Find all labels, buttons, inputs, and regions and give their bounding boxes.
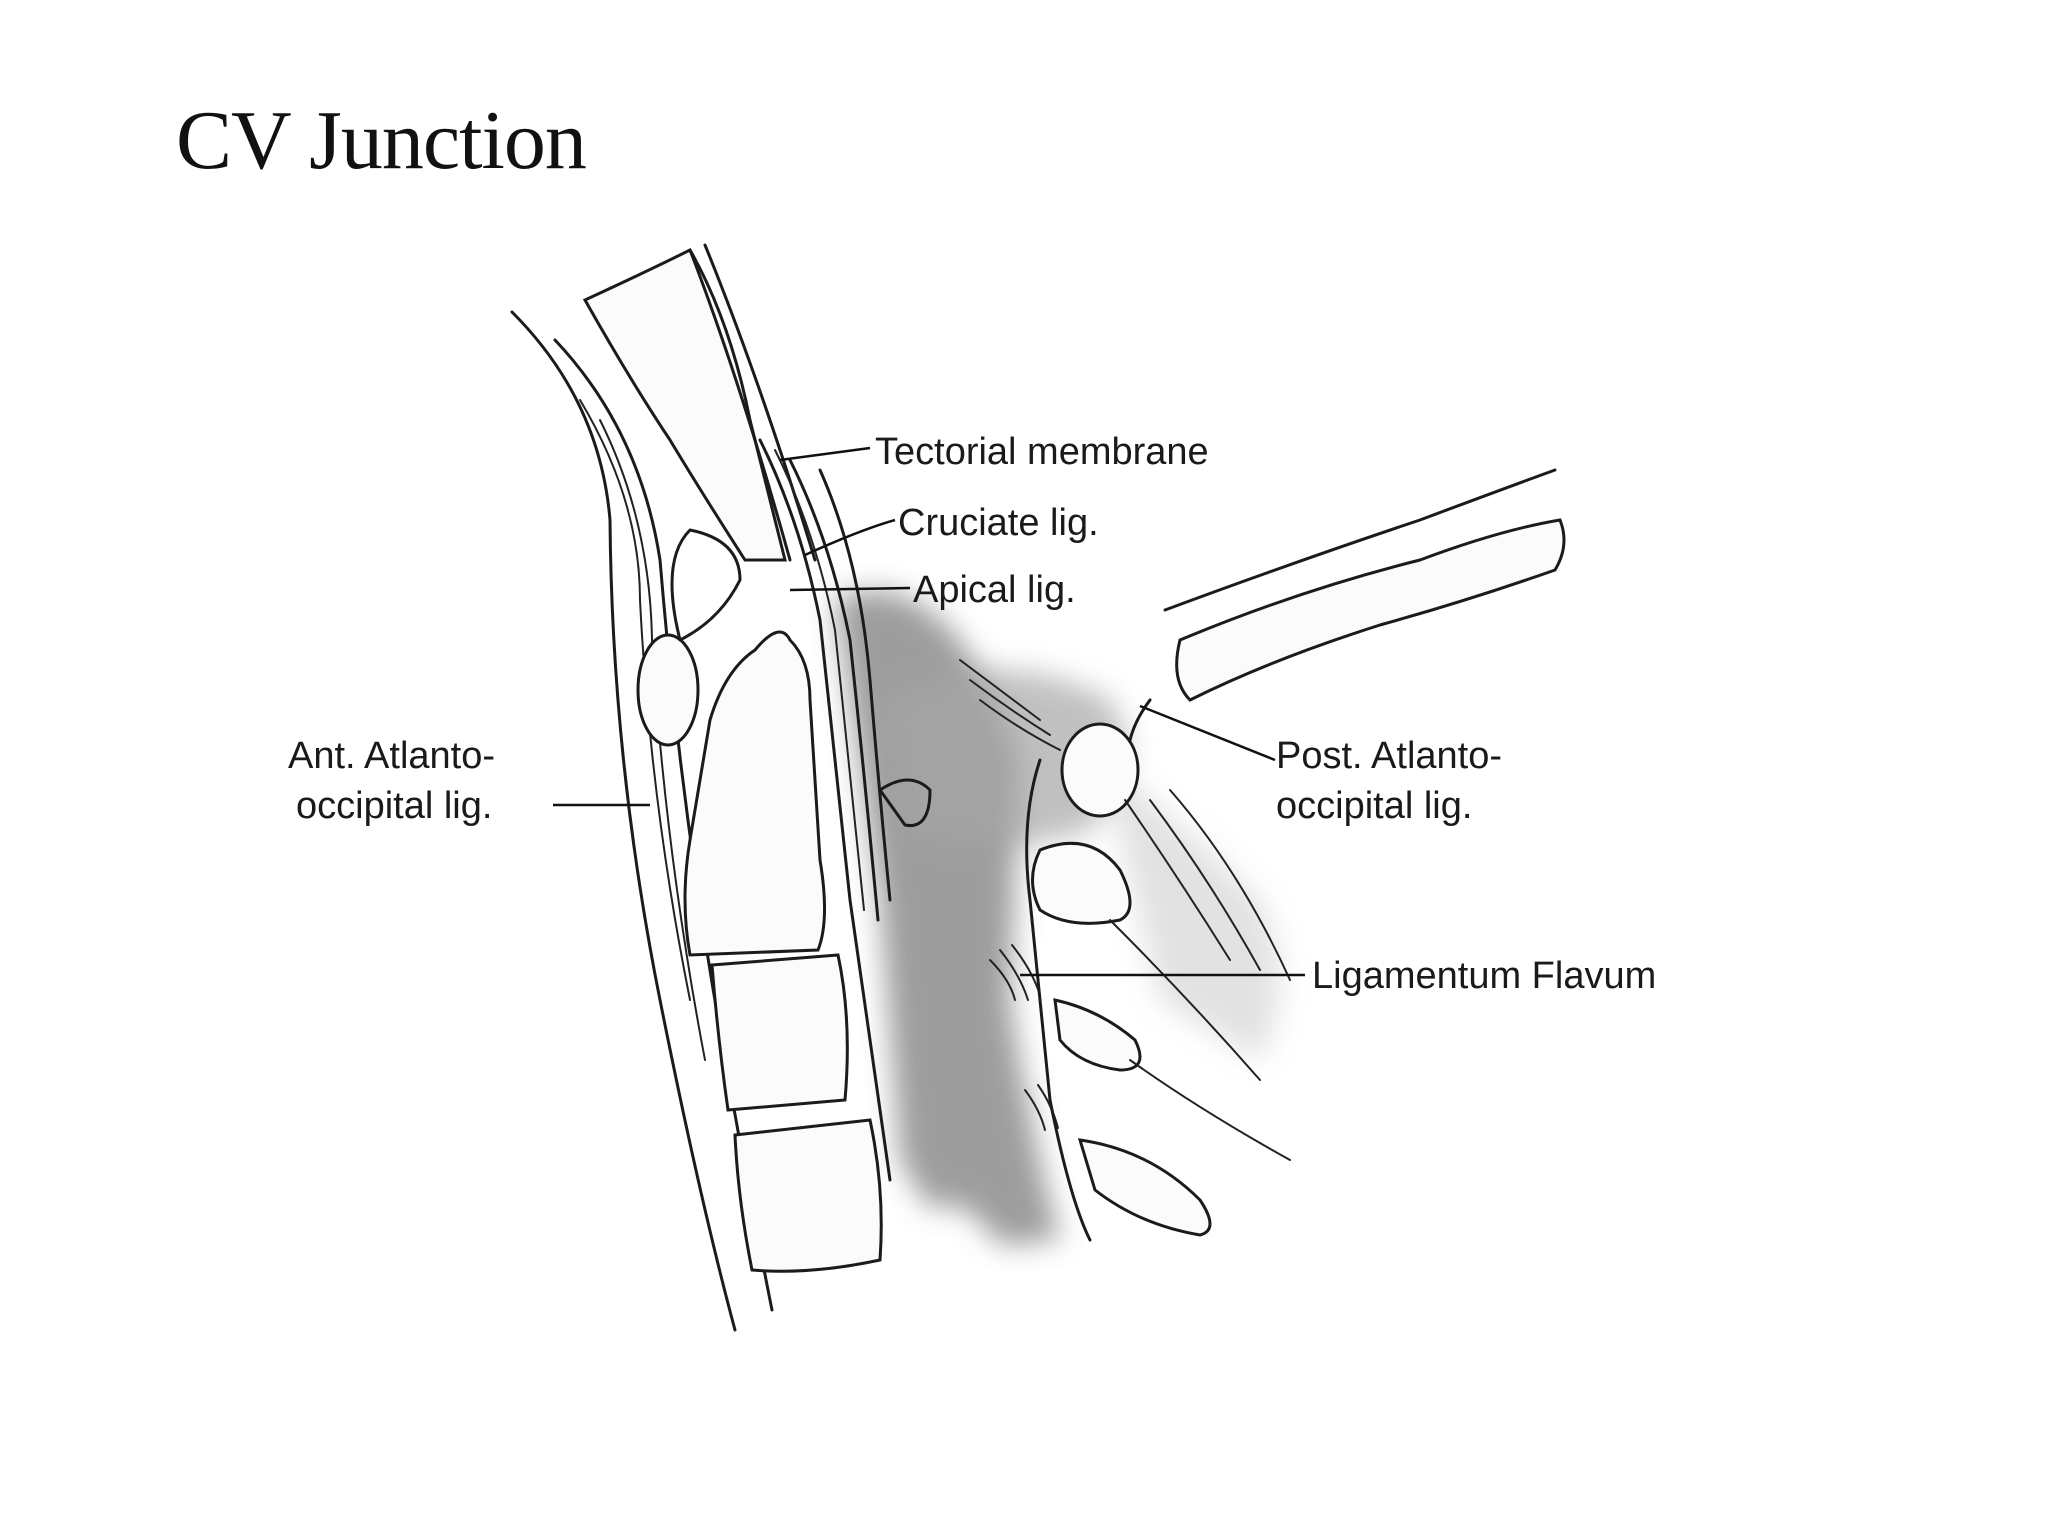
label-cruciate-ligament: Cruciate lig.: [898, 502, 1099, 544]
spinal-canal-shading: [835, 591, 1280, 1245]
slide-title: CV Junction: [176, 94, 587, 187]
c2-lamina: [1031, 841, 1132, 925]
label-ant-atlanto-line2: occipital lig.: [296, 785, 492, 827]
label-ant-atlanto-line1: Ant. Atlanto-: [288, 735, 495, 777]
label-tectorial-membrane: Tectorial membrane: [875, 431, 1209, 473]
label-post-atlanto-line2: occipital lig.: [1276, 785, 1472, 827]
dens-c2-body: [683, 630, 826, 957]
label-ligamentum-flavum: Ligamentum Flavum: [1312, 955, 1656, 997]
occipital-squama: [1175, 518, 1566, 702]
leader-lines: [553, 446, 1305, 977]
c4-vertebral-body: [733, 1118, 883, 1273]
c3-vertebral-body: [710, 953, 849, 1112]
posterior-ligament-strands: [758, 438, 892, 1182]
lateral-mass-opening: [878, 778, 932, 828]
ligamentum-flavum-fibres: [959, 659, 1291, 1242]
label-post-atlanto-line1: Post. Atlanto-: [1276, 735, 1502, 777]
atlanto-dental-space: [670, 528, 742, 642]
atlas-anterior-arch: [636, 633, 700, 747]
label-apical-ligament: Apical lig.: [913, 569, 1076, 611]
atlas-posterior-arch: [1060, 722, 1140, 818]
c4-lamina: [1077, 1138, 1212, 1237]
occipital-outer-line: [1163, 468, 1557, 612]
c3-lamina: [1053, 998, 1142, 1072]
clivus-bone: [582, 243, 817, 562]
